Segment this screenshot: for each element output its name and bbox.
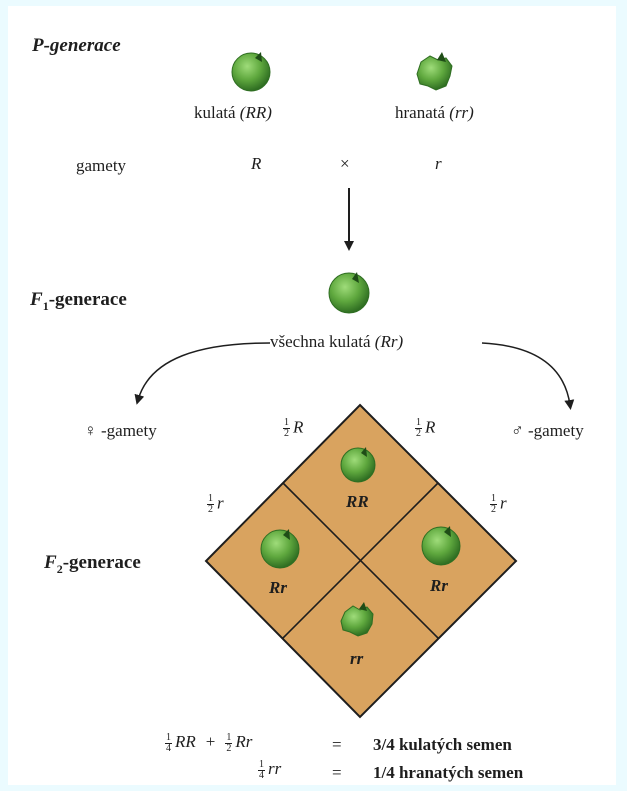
round-pea-icon: [231, 52, 271, 92]
male-gametes-text: -gamety: [528, 421, 584, 440]
f1-pea-icon: [328, 272, 370, 314]
gamete-right: r: [435, 154, 442, 173]
equals-sign-2: =: [332, 763, 342, 782]
summary-result-2: 1/4 hranatých semen: [373, 763, 524, 782]
f1-all-label-text: všechna kulatá: [270, 332, 371, 351]
wrinkled-parent-label: hranatá (rr): [395, 104, 474, 121]
wrinkled-genotype: (rr): [449, 103, 474, 122]
f2-generation-title: F2-generace: [44, 552, 141, 575]
round-parent-label: kulatá (RR): [194, 104, 272, 121]
f1-genotype: (Rr): [374, 332, 404, 351]
rr-bottom-wrinkled-pea-icon: [340, 602, 374, 637]
f1-title-sub: 1: [42, 299, 49, 313]
f2-title-sub: 2: [56, 562, 63, 576]
male-symbol-icon: ♂: [511, 421, 524, 440]
f1-all-round-label: všechna kulatá (Rr): [270, 333, 403, 350]
cell-right-genotype: Rr: [430, 576, 448, 595]
cell-left-genotype: Rr: [269, 578, 287, 597]
cell-bottom-genotype: rr: [350, 649, 364, 668]
male-gametes-label: ♂ -gamety: [511, 422, 584, 439]
f1-generation-title: F1-generace: [30, 289, 127, 312]
p-generation-title: P-generace: [32, 36, 121, 55]
rr-left-pea-icon: [260, 529, 300, 569]
p-generation-title-text: P-generace: [32, 35, 121, 56]
round-genotype: (RR): [239, 103, 272, 122]
equals-sign-1: =: [332, 735, 342, 754]
rr-right-pea-icon: [421, 526, 461, 566]
female-gamete-arrow-icon: [134, 342, 271, 405]
f2-title-letter: F: [44, 552, 57, 573]
female-gametes-label: ♀ -gamety: [84, 422, 157, 439]
punnett-square: [204, 403, 518, 719]
f1-title-letter: F: [30, 289, 43, 310]
summary-term-rr-dominant: RR: [175, 732, 196, 752]
summary-result-1: 3/4 kulatých semen: [373, 735, 512, 754]
summary-term-rr-recessive: rr: [268, 759, 282, 779]
female-gametes-text: -gamety: [101, 421, 157, 440]
gamete-left: R: [251, 154, 262, 173]
gamete-top-right-allele: R: [425, 417, 436, 437]
gametes-label: gamety: [76, 156, 127, 175]
cross-symbol: ×: [340, 154, 350, 173]
f1-title-rest: -generace: [48, 289, 127, 310]
round-label-text: kulatá: [194, 103, 236, 122]
wrinkled-label-text: hranatá: [395, 103, 446, 122]
plus-sign: +: [205, 732, 216, 752]
gamete-right-allele: r: [500, 493, 507, 513]
gamete-top-left-allele: R: [293, 417, 304, 437]
rr-top-pea-icon: [340, 447, 376, 483]
summary-term-rr-hetero: Rr: [235, 732, 253, 752]
male-gamete-arrow-icon: [481, 342, 575, 410]
female-symbol-icon: ♀: [84, 421, 97, 440]
gamete-left-allele: r: [217, 493, 224, 513]
wrinkled-pea-icon: [416, 52, 453, 91]
f2-title-rest: -generace: [62, 552, 141, 573]
cell-top-genotype: RR: [346, 492, 369, 511]
